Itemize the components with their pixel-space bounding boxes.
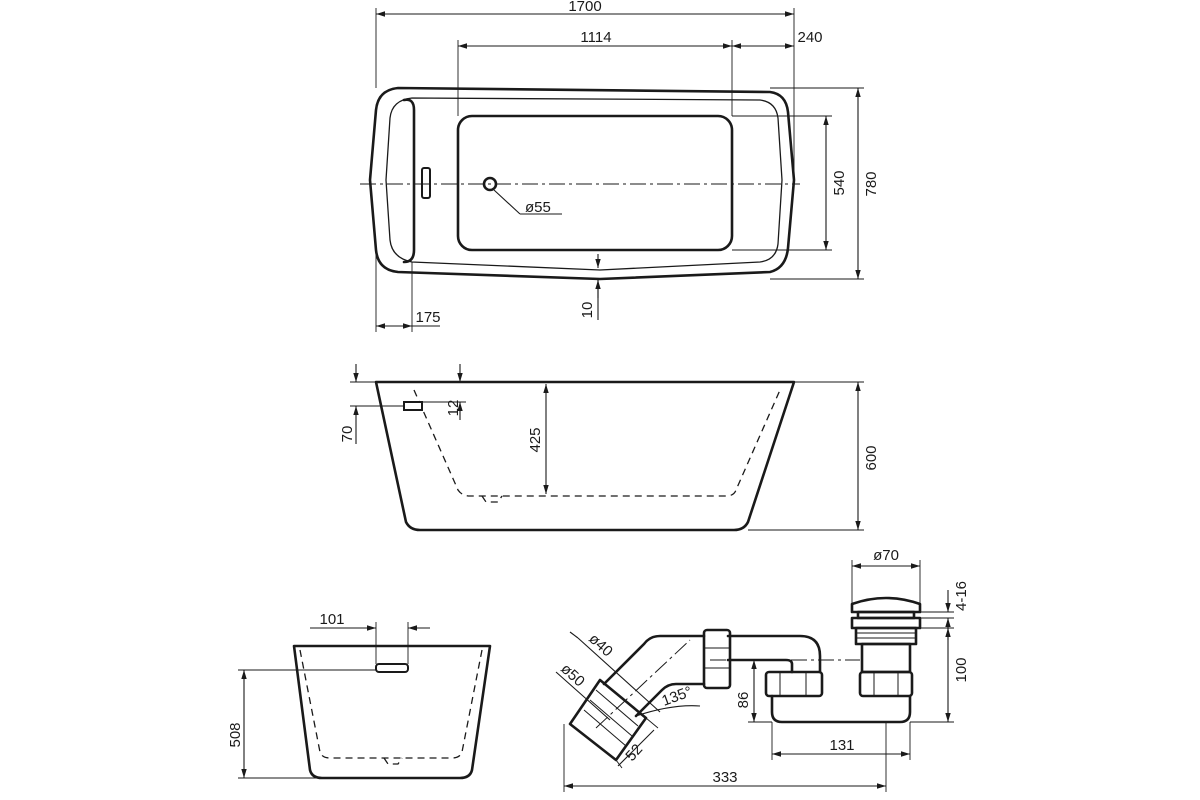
label-horizontal-length: 131 bbox=[829, 737, 854, 754]
label-overflow-width: 101 bbox=[319, 611, 344, 628]
drain-kit-view: ø70 4-16 100 86 131 333 ø40 ø50 bbox=[555, 547, 970, 792]
basin-inner bbox=[456, 114, 734, 252]
label-wall-thickness: 10 bbox=[579, 302, 596, 319]
label-overflow-height: 70 bbox=[339, 426, 356, 443]
label-overall-length: 1700 bbox=[568, 0, 601, 15]
drain-plug-cap bbox=[850, 596, 922, 614]
label-vertical-height: 100 bbox=[953, 657, 970, 682]
label-end-height: 508 bbox=[227, 722, 244, 747]
overflow-side bbox=[403, 401, 423, 411]
end-view: 101 508 bbox=[227, 611, 492, 780]
label-overall-width: 780 bbox=[863, 171, 880, 196]
tub-inner-rim bbox=[385, 97, 783, 271]
label-overflow-offset: 175 bbox=[415, 309, 440, 326]
label-pipe-diameter-inner: ø40 bbox=[585, 630, 616, 660]
drain-hidden bbox=[481, 495, 503, 503]
drain-body bbox=[860, 642, 912, 674]
drain-nut-right bbox=[858, 670, 914, 698]
tub-basin-hidden bbox=[413, 389, 781, 497]
label-inner-depth: 425 bbox=[527, 427, 544, 452]
side-view: 600 425 70 12 bbox=[339, 364, 880, 532]
label-drain-diameter: ø55 bbox=[525, 199, 551, 216]
top-view: 1700 1114 240 540 780 ø55 10 175 bbox=[360, 0, 880, 332]
overflow-slot bbox=[421, 167, 431, 199]
trap-nut-left bbox=[764, 670, 824, 698]
label-inner-width: 540 bbox=[831, 170, 848, 195]
label-overall-drain-length: 333 bbox=[712, 769, 737, 786]
label-trap-height: 86 bbox=[735, 692, 752, 709]
tub-side-profile bbox=[374, 380, 796, 532]
label-inner-length: 1114 bbox=[580, 29, 611, 46]
label-plug-diameter: ø70 bbox=[873, 547, 899, 564]
label-pipe-diameter-outer: ø50 bbox=[557, 660, 588, 690]
tub-outer-rim bbox=[368, 86, 796, 281]
label-overall-height: 600 bbox=[863, 445, 880, 470]
tub-end-profile bbox=[292, 644, 492, 780]
overflow-end bbox=[375, 663, 409, 673]
coupling-nut bbox=[702, 628, 732, 690]
overflow-end-panel bbox=[402, 98, 416, 264]
label-rim-offset: 12 bbox=[445, 400, 462, 417]
label-plug-height: 4-16 bbox=[953, 581, 970, 611]
elbow-pipe bbox=[726, 634, 822, 674]
angle-arc bbox=[635, 705, 701, 717]
drain-end-hidden bbox=[383, 757, 403, 765]
overflow-angled-pipe bbox=[602, 634, 706, 718]
trap-horizontal-pipe bbox=[770, 694, 912, 724]
label-end-offset: 240 bbox=[797, 29, 822, 46]
